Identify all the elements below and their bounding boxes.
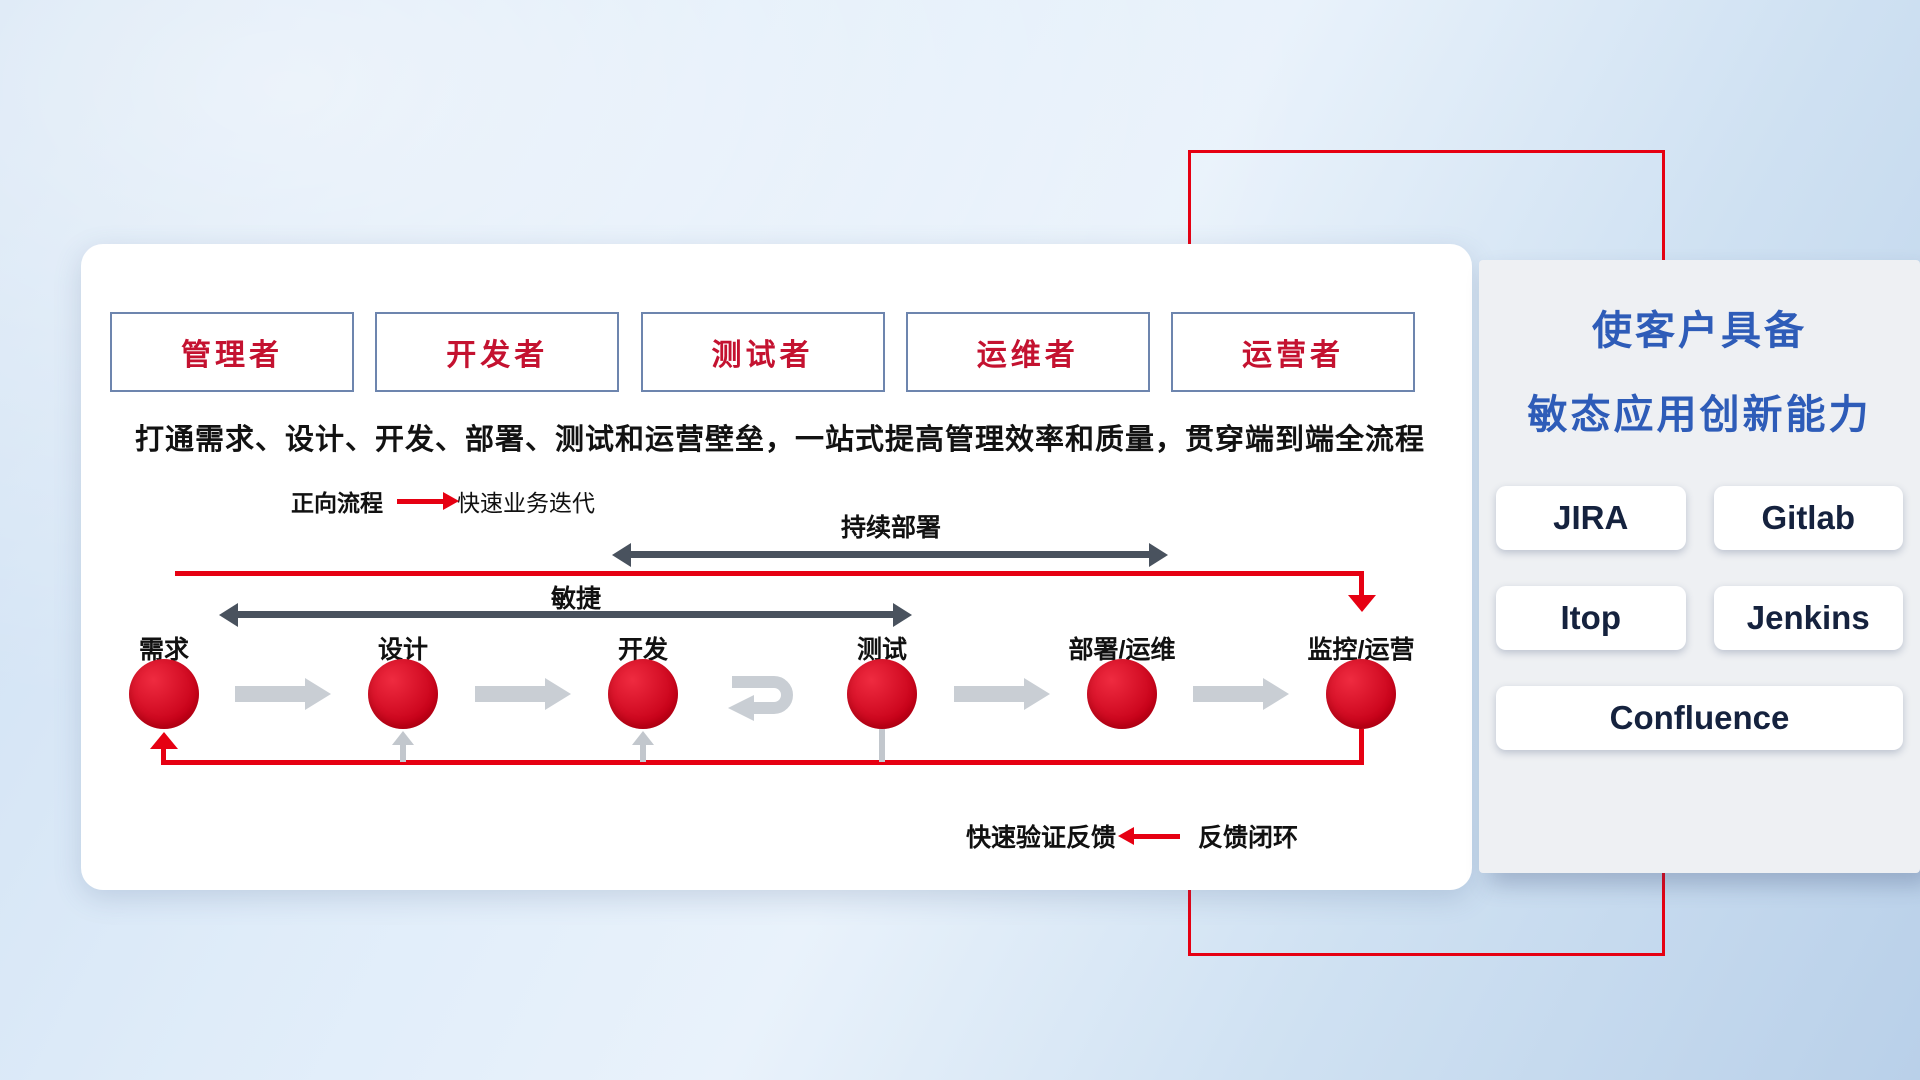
capability-title-line2: 敏态应用创新能力 (1527, 393, 1872, 437)
gray-stem-design (400, 743, 406, 762)
forward-flow-legend: 正向流程 快速业务迭代 (291, 484, 595, 518)
role-box-ops: 运维者 (905, 312, 1150, 392)
role-label: 运维者 (976, 339, 1079, 372)
devops-flow-panel: 管理者 开发者 测试者 运维者 运营者 打通需求、设计、开发、部署、测试和运营壁… (81, 244, 1472, 890)
role-box-developer: 开发者 (375, 312, 620, 392)
role-label: 运营者 (1242, 339, 1344, 372)
role-box-tester: 测试者 (640, 312, 885, 392)
flow-diagram: 持续部署 敏捷 需求 设计 开发 测试 部署/运维 监控/运营 (81, 244, 1472, 890)
node-circle-develop (608, 659, 678, 729)
capability-title-line1: 使客户具备 (1592, 309, 1807, 353)
gray-stem-develop (640, 743, 646, 762)
tool-chip-confluence: Confluence (1496, 686, 1903, 750)
gray-stem-test (879, 729, 885, 762)
flow-arrow-icon (1193, 686, 1263, 702)
flow-arrow-icon (235, 686, 305, 702)
red-feedback-line (161, 760, 1364, 765)
agile-label: 敏捷 (550, 585, 601, 613)
iteration-loop-arrow-icon (728, 676, 793, 721)
flow-arrow-icon (954, 686, 1024, 702)
forward-flow-label: 正向流程 (291, 490, 383, 516)
tool-chip-gitlab: Gitlab (1713, 486, 1903, 550)
node-circle-test (847, 659, 917, 729)
tool-grid: JIRA Gitlab Itop Jenkins Confluence (1496, 486, 1903, 750)
feedback-arrow-icon (1134, 833, 1181, 839)
node-circle-monitor-op (1326, 659, 1396, 729)
feedback-desc: 快速验证反馈 (966, 824, 1117, 852)
tool-chip-jira: JIRA (1496, 486, 1686, 550)
tool-chip-itop: Itop (1496, 586, 1686, 650)
feedback-label: 反馈闭环 (1198, 824, 1299, 852)
red-forward-line-drop (1359, 571, 1364, 597)
forward-arrow-icon (397, 498, 443, 504)
role-box-operator: 运营者 (1171, 312, 1415, 392)
red-forward-line (175, 571, 1364, 576)
role-label: 测试者 (711, 339, 814, 372)
node-circle-deploy-ops (1087, 659, 1157, 729)
node-circle-design (368, 659, 438, 729)
role-box-manager: 管理者 (110, 312, 354, 392)
red-feedback-line-rise (161, 746, 166, 764)
role-row: 管理者 开发者 测试者 运维者 运营者 (110, 312, 1415, 392)
flow-arrow-icon (475, 686, 545, 702)
node-circle-requirement (129, 659, 199, 729)
red-arrow-down-icon (1348, 595, 1376, 612)
gray-arrow-up-icon (632, 731, 654, 745)
tool-chip-jenkins: Jenkins (1713, 586, 1903, 650)
forward-flow-desc: 快速业务迭代 (457, 490, 595, 516)
panel-subtitle: 打通需求、设计、开发、部署、测试和运营壁垒，一站式提高管理效率和质量，贯穿端到端… (135, 424, 1426, 456)
continuous-deploy-double-arrow-icon (631, 551, 1149, 558)
capability-panel: 使客户具备 敏态应用创新能力 JIRA Gitlab Itop Jenkins … (1479, 260, 1920, 873)
role-label: 开发者 (446, 339, 549, 372)
role-label: 管理者 (181, 339, 283, 372)
gray-arrow-up-icon (392, 731, 414, 745)
continuous-deploy-label: 持续部署 (840, 514, 941, 542)
red-feedback-line-drop (1359, 729, 1364, 763)
feedback-legend: 快速验证反馈 反馈闭环 (966, 818, 1298, 854)
agile-double-arrow-icon (238, 611, 893, 618)
red-arrow-up-icon (150, 732, 178, 749)
